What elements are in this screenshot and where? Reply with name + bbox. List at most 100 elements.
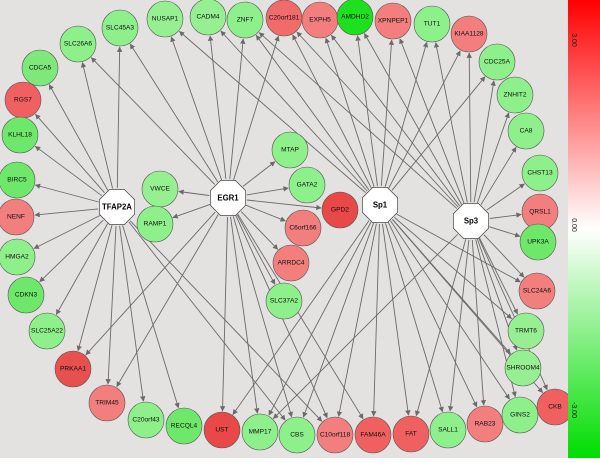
gene-node-label: RECQL4 — [171, 423, 198, 430]
gene-node-c20orf43[interactable]: C20orf43 — [127, 401, 165, 439]
gene-node-circle — [28, 312, 66, 350]
edge-tfap2a-recql4 — [122, 225, 180, 409]
gene-node-ckb[interactable]: CKB — [536, 388, 574, 426]
gene-node-ust[interactable]: UST — [203, 411, 241, 449]
gene-node-c6orf166[interactable]: C6orf166 — [284, 209, 322, 247]
edge-layer — [33, 30, 548, 422]
gene-node-fam46a[interactable]: FAM46A — [354, 416, 392, 454]
gene-node-znf7[interactable]: ZNF7 — [226, 1, 264, 39]
edge-tfap2a-prkaa1 — [76, 225, 113, 352]
gene-node-upk3a[interactable]: UPK3A — [519, 223, 557, 261]
gene-node-slc26a6[interactable]: SLC26A6 — [59, 25, 97, 63]
gene-node-label: QRSL1 — [529, 209, 551, 216]
gene-node-c10orf118[interactable]: C10orf118 — [316, 416, 354, 454]
edge-tfap2a-rgs7 — [35, 113, 105, 193]
gene-node-hmga2[interactable]: HMGA2 — [0, 238, 36, 276]
legend-top-label: 3.00 — [570, 33, 577, 47]
gene-node-chst13[interactable]: CHST13 — [521, 154, 559, 192]
edge-sp1-tut1 — [384, 41, 429, 187]
gene-node-slc37a2[interactable]: SLC37A2 — [265, 282, 303, 320]
hub-node-tfap2a[interactable]: TFAP2A — [99, 189, 135, 225]
gene-node-mtap[interactable]: MTAP — [271, 131, 309, 169]
gene-node-ca8[interactable]: CA8 — [507, 112, 545, 150]
gene-node-circle — [478, 43, 516, 81]
gene-node-rab23[interactable]: RAB23 — [466, 405, 504, 443]
gene-node-label: TRIM45 — [95, 400, 119, 407]
gene-node-label: C20orf43 — [132, 417, 159, 424]
gene-node-c20orf181[interactable]: C20orf181 — [265, 0, 303, 37]
gene-node-ramp1[interactable]: RAMP1 — [136, 205, 174, 243]
gene-node-cadm4[interactable]: CADM4 — [189, 0, 227, 36]
gene-node-cbs[interactable]: CBS — [278, 416, 316, 454]
gene-node-label: VWCE — [150, 186, 170, 193]
gene-node-fat[interactable]: FAT — [392, 415, 430, 453]
gene-node-gpd2[interactable]: GPD2 — [321, 191, 359, 229]
gene-node-sall1[interactable]: SALL1 — [429, 411, 467, 449]
gene-node-circle — [265, 282, 303, 320]
gene-node-klhl18[interactable]: KLHL18 — [1, 116, 39, 154]
hub-node-sp3[interactable]: Sp3 — [453, 203, 489, 239]
gene-node-label: SLC45A3 — [106, 25, 135, 32]
gene-node-trmt6[interactable]: TRMT6 — [507, 312, 545, 350]
gene-node-exph5[interactable]: EXPH5 — [301, 1, 339, 39]
gene-node-slc25a22[interactable]: SLC25A22 — [28, 312, 66, 350]
gene-node-label: CA8 — [520, 128, 533, 135]
gene-node-label: NENF — [7, 214, 25, 221]
gene-node-cdkn3[interactable]: CDKN3 — [7, 276, 45, 314]
gene-node-label: CDCA5 — [29, 65, 52, 72]
gene-node-nenf[interactable]: NENF — [0, 198, 35, 236]
gene-node-circle — [466, 405, 504, 443]
edge-sp3-exph5 — [331, 34, 460, 207]
gene-node-trim45[interactable]: TRIM45 — [88, 384, 126, 422]
gene-node-label: MMP17 — [249, 429, 272, 436]
gene-node-circle — [101, 9, 139, 47]
edge-egr1-nusap1 — [170, 36, 223, 181]
hub-node-sp1[interactable]: Sp1 — [362, 187, 398, 223]
edge-sp3-c20orf181 — [296, 31, 459, 208]
edge-tfap2a-hmga2 — [33, 215, 101, 249]
gene-node-label: SALL1 — [438, 427, 458, 434]
gene-node-gins2[interactable]: GINS2 — [501, 396, 539, 434]
gene-node-shroom4[interactable]: SHROOM4 — [504, 349, 542, 387]
gene-node-rgs7[interactable]: RGS7 — [4, 81, 42, 119]
gene-node-label: GPD2 — [331, 207, 349, 214]
hub-node-octagon — [99, 189, 135, 225]
gene-node-kiaa1128[interactable]: KIAA1128 — [450, 15, 488, 53]
gene-node-circle — [54, 350, 92, 388]
gene-node-circle — [146, 0, 184, 38]
gene-node-amdhd2[interactable]: AMDHD2 — [336, 0, 374, 36]
gene-node-vwce[interactable]: VWCE — [141, 170, 179, 208]
gene-node-xpnpep1[interactable]: XPNPEP1 — [374, 2, 412, 40]
gene-node-tut1[interactable]: TUT1 — [413, 5, 451, 43]
gene-node-gata2[interactable]: GATA2 — [288, 166, 326, 204]
gene-node-circle — [413, 5, 451, 43]
gene-node-nusap1[interactable]: NUSAP1 — [146, 0, 184, 38]
gene-node-mmp17[interactable]: MMP17 — [241, 413, 279, 451]
edge-sp1-fam46a — [371, 223, 380, 417]
gene-node-label: CBS — [290, 432, 304, 439]
gene-node-cdca5[interactable]: CDCA5 — [21, 49, 59, 87]
edge-tfap2a-nenf — [34, 208, 99, 218]
edge-sp3-xpnpep1 — [399, 38, 465, 204]
edge-tfap2a-c20orf43 — [119, 225, 146, 402]
gene-node-birc5[interactable]: BIRC5 — [0, 161, 36, 199]
edge-sp1-ust — [232, 220, 370, 415]
edge-egr1-c20orf181 — [233, 35, 280, 181]
gene-node-circle — [271, 131, 309, 169]
gene-node-label: CADM4 — [196, 14, 219, 21]
edge-sp3-upk3a — [488, 226, 521, 238]
gene-node-recql4[interactable]: RECQL4 — [165, 407, 203, 445]
edge-sp3-mmp17 — [273, 234, 458, 419]
gene-node-circle — [0, 161, 36, 199]
gene-node-cdc25a[interactable]: CDC25A — [478, 43, 516, 81]
gene-node-label: AMDHD2 — [341, 14, 369, 21]
gene-node-znhit2[interactable]: ZNHIT2 — [496, 76, 534, 114]
gene-node-arrdc4[interactable]: ARRDC4 — [272, 244, 310, 282]
gene-node-circle — [284, 209, 322, 247]
gene-node-prkaa1[interactable]: PRKAA1 — [54, 350, 92, 388]
gene-node-slc24a6[interactable]: SLC24A6 — [518, 272, 556, 310]
edge-egr1-gpd2 — [246, 199, 322, 211]
gene-node-slc45a3[interactable]: SLC45A3 — [101, 9, 139, 47]
hub-node-egr1[interactable]: EGR1 — [210, 180, 246, 216]
